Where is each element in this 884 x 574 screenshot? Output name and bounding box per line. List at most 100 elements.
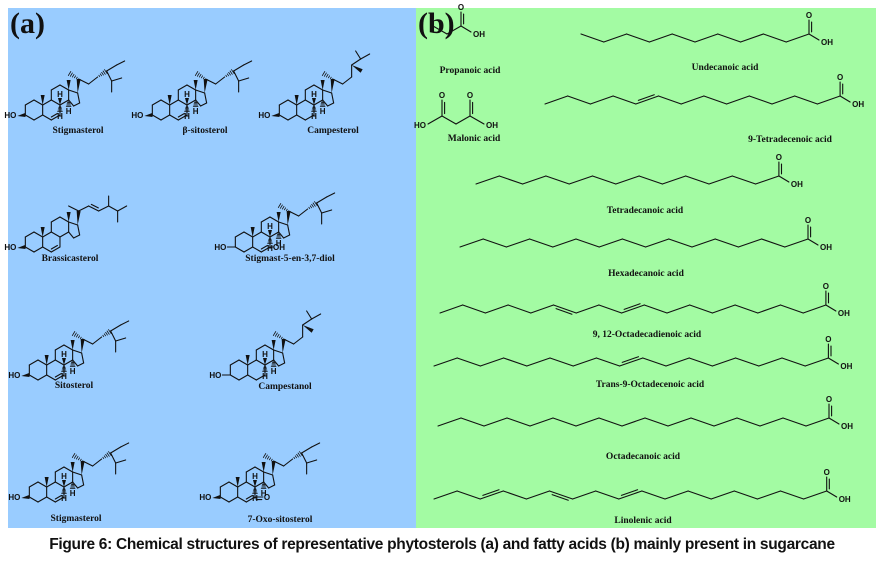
compound-name: Stigmast-5-en-3,7-diol [245,254,335,264]
bond [278,362,286,367]
methyl-wedge [250,227,255,237]
methyl-wedge [261,462,266,472]
bond [33,114,44,121]
methyl-hash [279,204,283,209]
bond [254,481,265,488]
methyl-hash [73,332,77,337]
bond [169,114,179,121]
hash-bond [108,329,112,334]
sterol-skeleton: HO [4,195,128,253]
side-chain-wedge [203,78,208,93]
bond [42,114,52,121]
hash-bond [293,456,296,459]
bond [46,374,56,381]
bond [59,84,70,91]
bond [234,246,245,253]
compound-name: Propanoic acid [439,66,501,76]
hash-bond [101,71,104,76]
hash-bond [98,74,101,77]
panel-a-label: (a) [10,7,45,40]
hydrogen-label: H [262,372,268,381]
bond [24,231,35,238]
methyl-wedge [44,355,49,365]
methyl-hash [325,73,329,78]
methyl-wedge [44,477,49,487]
bond [228,481,239,488]
bond [81,474,85,486]
hydrogen-label: H [70,367,76,376]
bond [255,359,266,366]
bond [313,99,324,106]
double-bond [245,494,253,500]
bond [59,231,70,238]
hydrogen-label: H [61,372,67,381]
wedge-bond [267,230,272,237]
wedge-bond [184,98,189,105]
bond [293,336,304,345]
bond [229,359,240,366]
hydroxyl-label: HO [131,111,143,120]
bond [186,99,197,106]
bond [321,209,333,214]
bond [306,310,313,320]
hydrogen-label: H [276,239,282,248]
methyl-wedge [66,80,71,90]
bond [37,374,48,381]
side-chain-wedge [80,460,85,475]
methyl-wedge [193,80,198,90]
compound-name: 9, 12-Octadecadienoic acid [592,330,702,340]
hydrogen-label: H [61,350,67,359]
methyl-hash [286,208,288,211]
bond [169,99,179,106]
bond [260,231,271,238]
compound-name: Linolenic acid [614,516,672,526]
bond [243,60,253,66]
bond [322,89,333,94]
methyl-hash [80,336,82,339]
bond [151,114,162,121]
bond [306,459,318,464]
bond [233,70,240,82]
methyl-hash [71,73,75,78]
bond [68,205,80,212]
bond [278,99,289,106]
hydrogen-label: H [262,350,268,359]
phytosterols-panel: (a) [8,8,416,528]
hash-bond [103,333,106,337]
bond [59,99,70,106]
side-chain-wedge [286,210,291,225]
bond [304,99,315,106]
bond [351,58,362,66]
compound-name: Stigmasterol [52,126,104,136]
double-bond [54,494,62,500]
methyl-wedge [167,95,172,105]
oxygen-label: O [264,493,270,502]
bond [110,452,117,464]
hash-bond [229,70,233,75]
side-chain-wedge [76,78,81,93]
hydroxyl-label: HO [4,243,16,252]
methyl-wedge [66,212,71,222]
side-chain-wedge [271,460,276,475]
methyl-hash [266,455,270,460]
methyl-wedge [40,227,45,237]
bond [77,92,81,104]
bond [46,496,56,503]
bond [238,77,250,82]
bond [28,374,39,381]
methyl-wedge [294,95,299,105]
methyl-hash [281,336,283,339]
bond [92,336,103,345]
bond [111,77,123,82]
bond [42,231,52,238]
hash-bond [106,452,110,457]
bond [272,474,276,486]
bond [160,114,171,121]
bond [287,99,298,106]
bond [283,234,291,239]
bond [33,231,44,238]
compound-name: Octadecanoic acid [605,452,681,462]
bond [50,216,61,223]
